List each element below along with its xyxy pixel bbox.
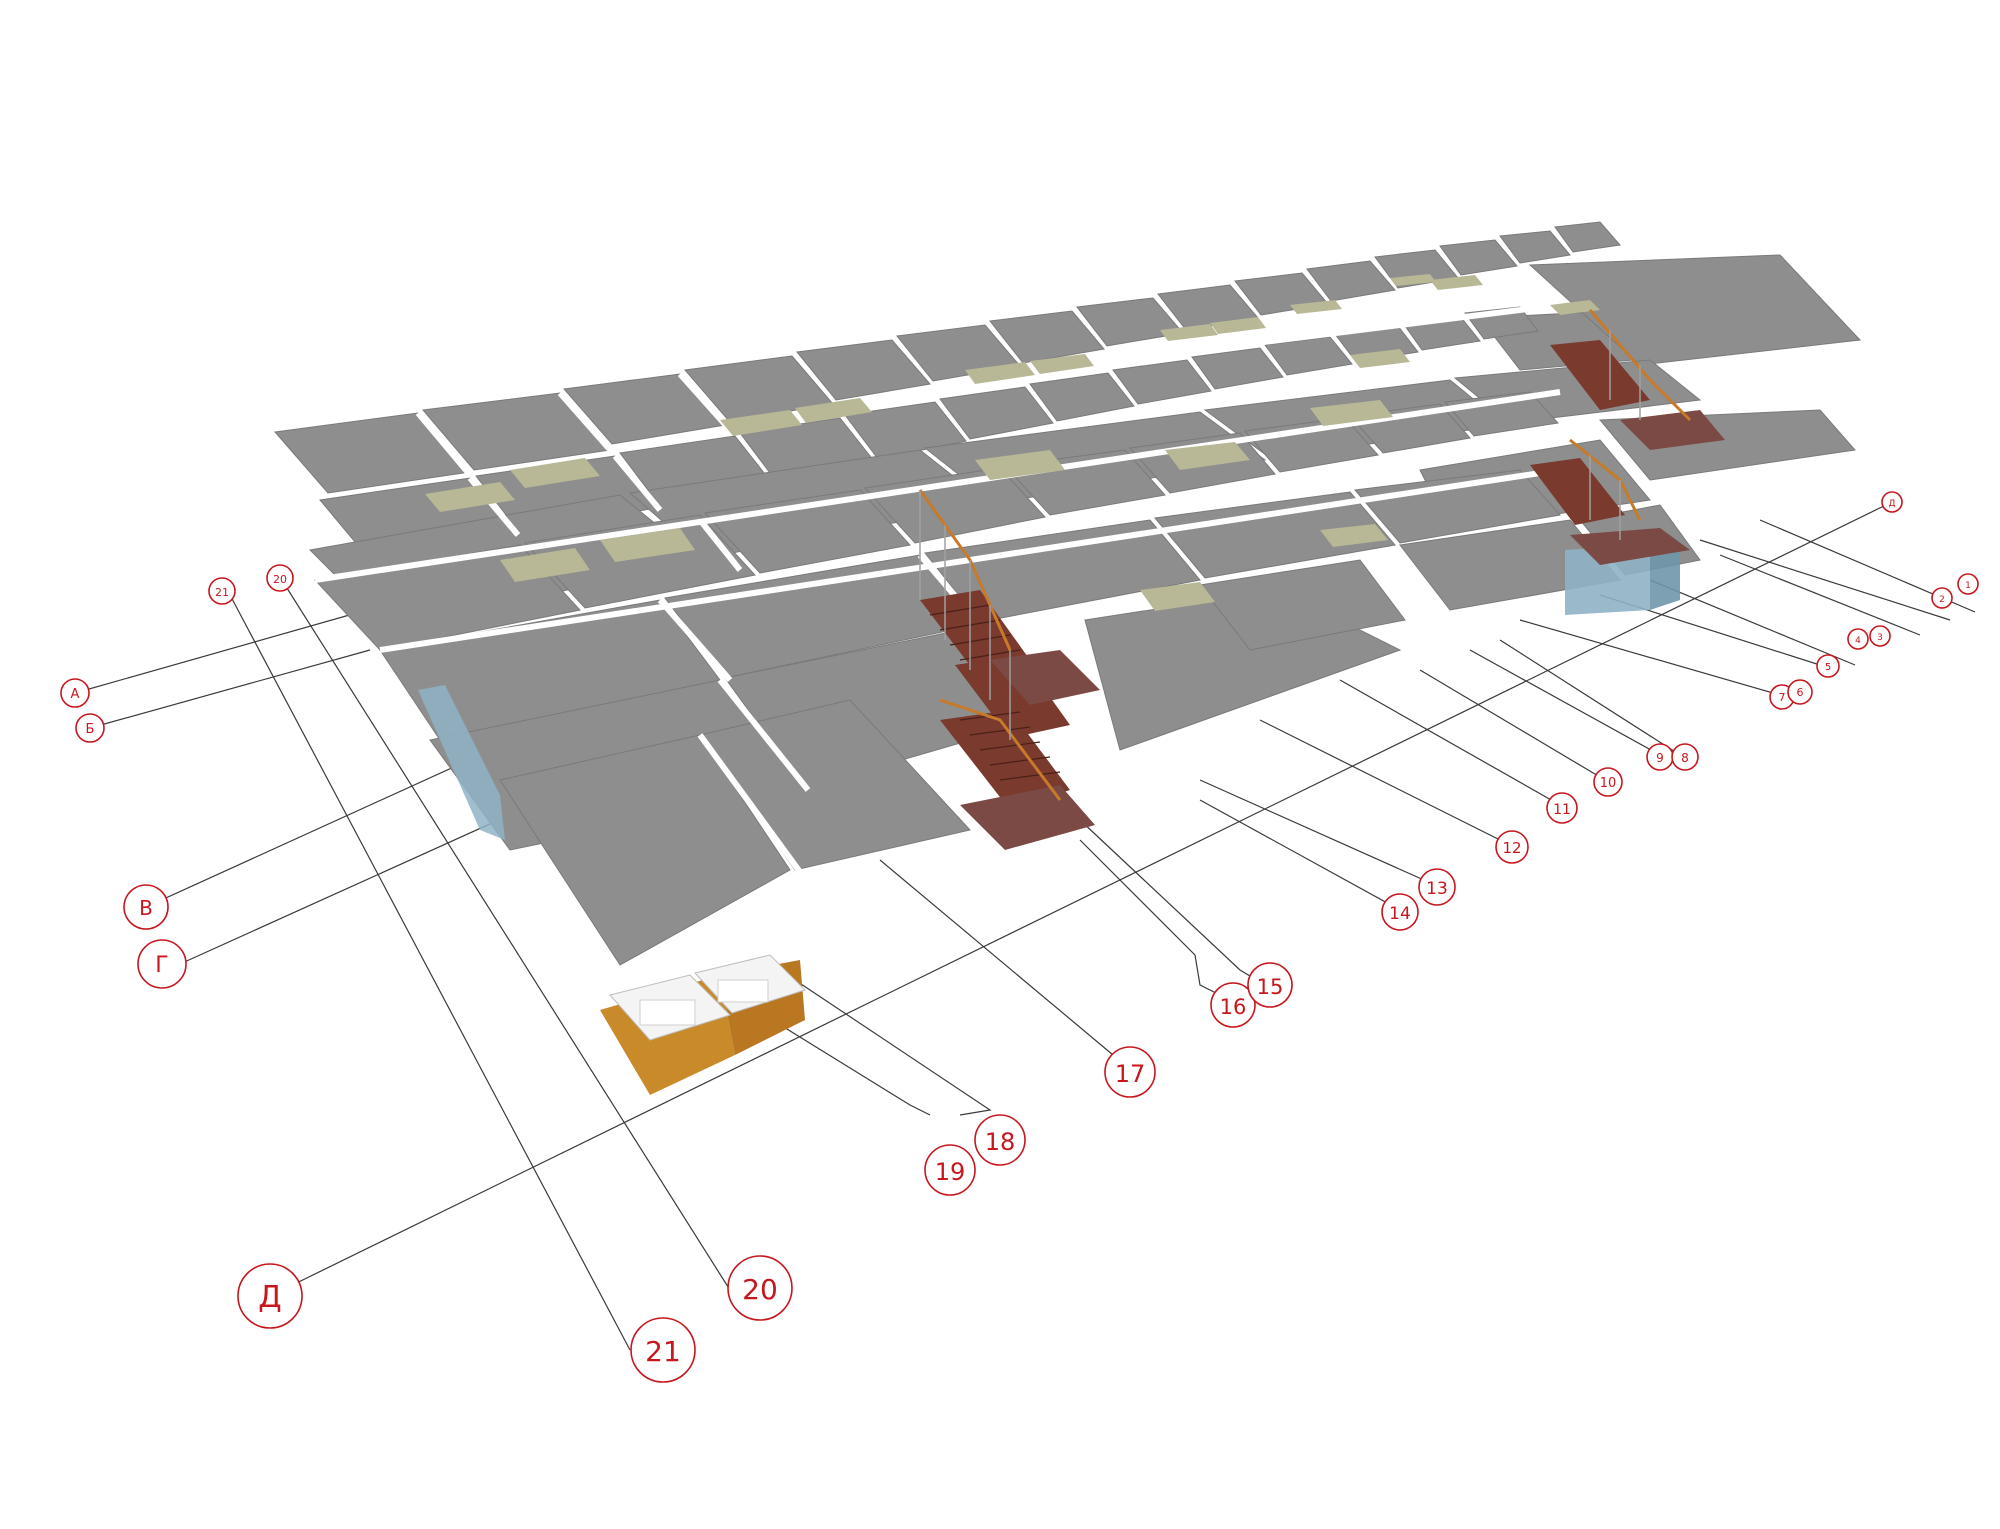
grid-axis-14-bubble: 14 xyxy=(1381,893,1419,931)
grid-axis-18-label: 18 xyxy=(985,1128,1016,1156)
grid-axis-21-label: 21 xyxy=(645,1335,681,1368)
grid-axis-far-d-bubble: Д xyxy=(1881,491,1903,513)
grid-axis-12-label: 12 xyxy=(1502,839,1521,857)
bathtub-icon xyxy=(600,954,806,1095)
grid-axis-19-label: 19 xyxy=(935,1158,966,1186)
staircase-icon xyxy=(918,309,1725,850)
grid-axis-18-bubble: 18 xyxy=(974,1114,1026,1166)
grid-axis-17-label: 17 xyxy=(1115,1060,1146,1088)
grid-axis-3-bubble: 3 xyxy=(1869,625,1891,647)
grid-axis-6-bubble: 6 xyxy=(1787,679,1813,705)
grid-axis-15-bubble: 15 xyxy=(1247,962,1293,1008)
grid-axis-15-label: 15 xyxy=(1257,975,1284,999)
grid-axis-10-bubble: 10 xyxy=(1593,767,1623,797)
grid-axis-20-label: 20 xyxy=(742,1273,778,1306)
grid-axis-11-label: 11 xyxy=(1553,802,1571,818)
grid-axis-g-bubble: Г xyxy=(137,939,187,989)
grid-axis-4-bubble: 4 xyxy=(1847,628,1869,650)
grid-axis-a-label: А xyxy=(71,687,80,702)
grid-axis-b-label: Б xyxy=(86,722,95,737)
grid-axis-10-label: 10 xyxy=(1600,776,1617,791)
grid-axis-2-label: 2 xyxy=(1939,595,1945,605)
grid-axis-21-bubble: 21 xyxy=(630,1317,696,1383)
grid-axis-2-bubble: 2 xyxy=(1931,587,1953,609)
grid-axis-b-bubble: Б xyxy=(75,713,105,743)
grid-lines xyxy=(74,501,1976,1351)
grid-axis-8-bubble: 8 xyxy=(1671,743,1699,771)
grid-axis-9-bubble: 9 xyxy=(1646,743,1674,771)
grid-axis-far-20-label: 20 xyxy=(273,573,287,586)
grid-axis-7-label: 7 xyxy=(1779,691,1786,704)
grid-axis-19-bubble: 19 xyxy=(924,1144,976,1196)
axis-bubbles: Д 20 21 19 18 17 16 15 xyxy=(60,491,1979,1383)
grid-axis-3-label: 3 xyxy=(1877,633,1883,643)
floor-openings xyxy=(425,274,1600,611)
grid-axis-a-bubble: А xyxy=(60,678,90,708)
grid-axis-16-bubble: 16 xyxy=(1210,982,1256,1028)
grid-axis-8-label: 8 xyxy=(1681,751,1689,765)
grid-axis-11-bubble: 11 xyxy=(1546,792,1578,824)
grid-axis-far-21-bubble: 21 xyxy=(208,577,236,605)
grid-axis-5-label: 5 xyxy=(1825,662,1831,673)
grid-axis-1-bubble: 1 xyxy=(1957,573,1979,595)
grid-axis-d-label: Д xyxy=(258,1280,281,1315)
grid-axis-far-21-label: 21 xyxy=(215,586,229,599)
grid-axis-12-bubble: 12 xyxy=(1495,830,1529,864)
grid-axis-13-bubble: 13 xyxy=(1418,868,1456,906)
grid-axis-6-label: 6 xyxy=(1797,686,1804,699)
grid-axis-5-bubble: 5 xyxy=(1816,654,1840,678)
grid-axis-20-bubble: 20 xyxy=(727,1255,793,1321)
grid-axis-13-label: 13 xyxy=(1426,879,1448,899)
grid-axis-v-bubble: В xyxy=(123,884,169,930)
grid-axis-d-bubble: Д xyxy=(237,1263,303,1329)
grid-axis-v-label: В xyxy=(139,896,153,920)
grid-axis-16-label: 16 xyxy=(1220,995,1247,1019)
grid-axis-far-20-bubble: 20 xyxy=(266,564,294,592)
grid-axis-17-bubble: 17 xyxy=(1104,1046,1156,1098)
grid-axis-9-label: 9 xyxy=(1656,751,1664,765)
grid-axis-14-label: 14 xyxy=(1389,904,1411,924)
grid-axis-g-label: Г xyxy=(155,953,168,978)
grid-axis-far-d-label: Д xyxy=(1888,499,1895,509)
grid-axis-1-label: 1 xyxy=(1965,581,1971,591)
grid-axis-4-label: 4 xyxy=(1855,636,1861,646)
glass-wall-icon xyxy=(418,540,1680,840)
